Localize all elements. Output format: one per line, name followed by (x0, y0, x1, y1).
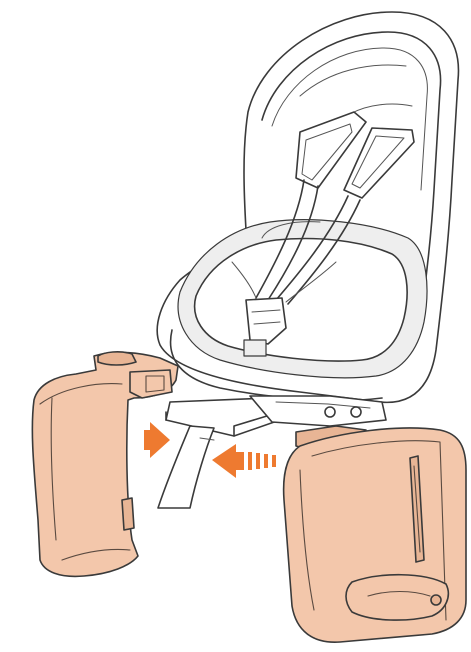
arrow-left (212, 444, 276, 478)
left-leg-guard (32, 352, 178, 577)
right-leg-guard (284, 426, 466, 642)
